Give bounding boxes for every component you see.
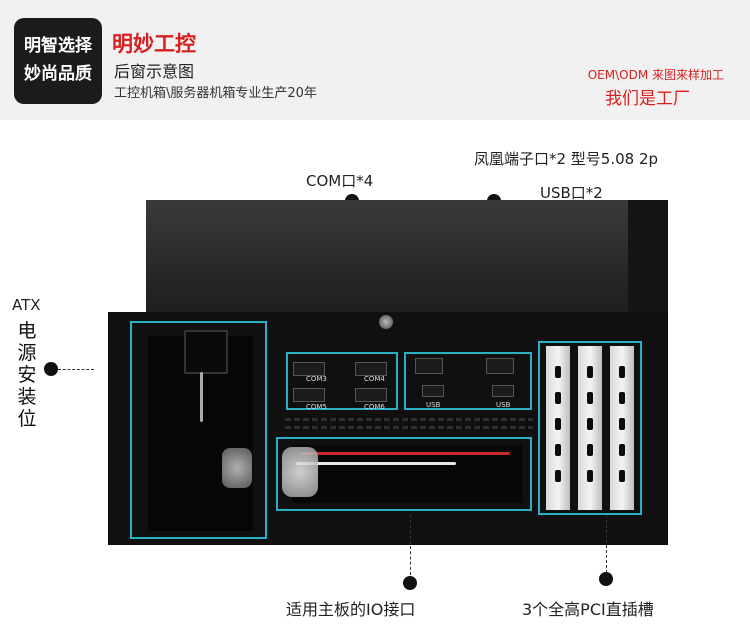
chassis-right-side: [628, 200, 668, 312]
com5-label: COM5: [306, 403, 327, 411]
pci-slot-1: [546, 346, 570, 510]
header-banner: 明智选择 妙尚品质 明妙工控 后窗示意图 工控机箱\服务器机箱专业生产20年 O…: [0, 0, 750, 120]
usb2-label: USB: [496, 401, 511, 409]
com4-port: [355, 362, 387, 376]
atx-label: ATX: [12, 296, 41, 314]
page-subtitle: 后窗示意图: [114, 62, 195, 81]
usb2-port: [492, 385, 514, 397]
pci-callout-dot: [599, 572, 613, 586]
motherboard-io-frame: [276, 437, 532, 511]
cable-tie-bag: [282, 447, 318, 497]
com3-label: COM3: [306, 375, 327, 383]
io-callout-dot: [403, 576, 417, 590]
white-wire: [296, 462, 456, 465]
vent-row-1: [285, 418, 533, 421]
factory-text: 我们是工厂: [605, 89, 690, 109]
io-callout-label: 适用主板的IO接口: [286, 600, 416, 619]
com3-port: [293, 362, 325, 376]
phoenix-terminal-1: [415, 358, 443, 374]
logo-line1: 明智选择: [24, 36, 92, 56]
vent-row-2: [285, 426, 533, 429]
pci-callout-label: 3个全高PCI直插槽: [522, 600, 654, 619]
com6-label: COM6: [364, 403, 385, 411]
usb-port-frame: [404, 352, 532, 410]
psu-bay-label: 电源安装位: [17, 320, 37, 430]
usb-callout-label: USB口*2: [540, 184, 603, 202]
logo-badge: 明智选择 妙尚品质: [14, 18, 102, 104]
io-callout-line: [410, 515, 412, 575]
com4-label: COM4: [364, 375, 385, 383]
psu-callout-dot: [44, 362, 58, 376]
thumb-screw: [379, 315, 393, 329]
cable-bundle: [222, 448, 252, 488]
red-wire: [300, 452, 510, 455]
psu-wire: [200, 372, 203, 422]
usb1-port: [422, 385, 444, 397]
psu-callout-line: [58, 369, 94, 371]
pci-callout-line: [606, 515, 608, 573]
psu-connector: [184, 330, 228, 374]
pci-slot-3: [610, 346, 634, 510]
oem-text: OEM\ODM 来图来样加工: [587, 68, 724, 82]
pci-slot-2: [578, 346, 602, 510]
phoenix-terminal-2: [486, 358, 514, 374]
com5-port: [293, 388, 325, 402]
usb1-label: USB: [426, 401, 441, 409]
brand-name: 明妙工控: [112, 31, 196, 56]
psu-bay-frame: [130, 321, 267, 539]
com-port-frame: [286, 352, 398, 410]
company-tagline: 工控机箱\服务器机箱专业生产20年: [114, 86, 317, 101]
com-callout-label: COM口*4: [306, 172, 374, 190]
chassis-top-panel: [146, 200, 630, 312]
phoenix-callout-label: 凤凰端子口*2 型号5.08 2p: [474, 150, 659, 168]
com6-port: [355, 388, 387, 402]
pci-slot-frame: [538, 341, 642, 515]
logo-line2: 妙尚品质: [24, 64, 92, 84]
